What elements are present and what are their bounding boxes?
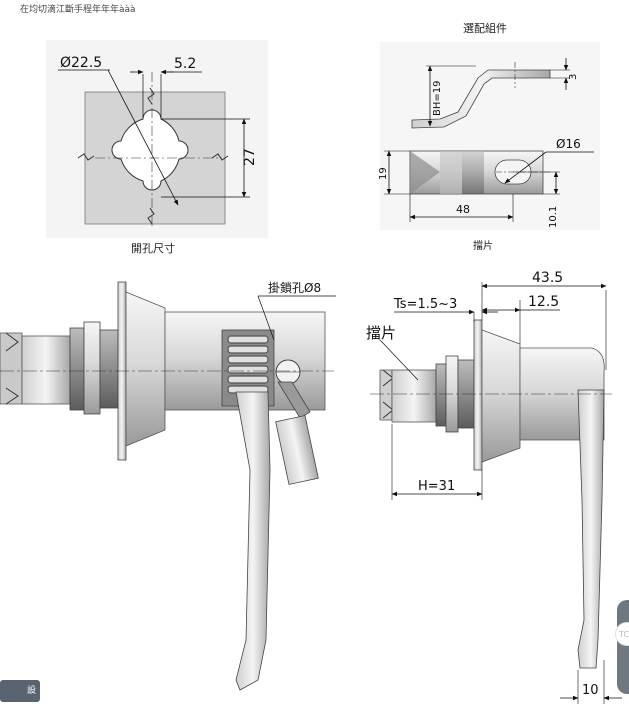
optional-parts-diagram: 選配組件 BH=19 3 Ø16 19 48 (378, 22, 600, 252)
dim-12-5-label: 12.5 (528, 294, 559, 310)
blade-thickness-label: 3 (568, 74, 579, 80)
cutout-diameter-label: Ø22.5 (60, 55, 102, 71)
lock-hole-label: 掛鎖孔Ø8 (268, 280, 321, 295)
dim-10-label: 10 (582, 683, 599, 698)
blade-caption: 擋片 (473, 239, 493, 252)
left-handle (235, 391, 271, 691)
right-cam (391, 369, 437, 423)
drawing-canvas: 在均切滴江斷手程年年年ààà Ø22.5 5.2 27 開孔尺寸 選配組件 (0, 3, 622, 704)
blade-hole-label: Ø16 (556, 137, 581, 151)
cutout-slot-label: 5.2 (174, 56, 196, 72)
left-cam (21, 335, 71, 405)
cutout-diagram: Ø22.5 5.2 27 開孔尺寸 (46, 40, 268, 255)
right-bezel (481, 329, 521, 463)
left-bezel (125, 291, 166, 447)
right-flange (473, 319, 483, 471)
left-padlock (275, 415, 319, 485)
right-handle (577, 389, 605, 669)
right-assembly-view: 43.5 Ts=1.5~3 12.5 擋片 H=31 10 (366, 270, 622, 704)
blade-bh-label: BH=19 (432, 81, 443, 116)
blade-label: 擋片 (366, 324, 396, 342)
h-label: H=31 (418, 479, 455, 494)
header-note: 在均切滴江斷手程年年年ààà (20, 3, 136, 15)
cutout-height-label: 27 (242, 148, 258, 166)
left-assembly-view: 掛鎖孔Ø8 (0, 280, 336, 691)
blade-offset-label: 10.1 (548, 206, 559, 228)
optional-parts-title: 選配組件 (463, 22, 507, 35)
ts-label: Ts=1.5~3 (393, 297, 457, 312)
blade-length-label: 48 (456, 203, 470, 216)
blade-width-label: 19 (378, 167, 389, 180)
total-length-label: 43.5 (532, 270, 563, 286)
cutout-caption: 開孔尺寸 (131, 241, 175, 255)
cookies-button[interactable]: 設 Cookies (0, 680, 40, 718)
toc-button[interactable] (617, 600, 629, 694)
left-nut (83, 321, 101, 415)
